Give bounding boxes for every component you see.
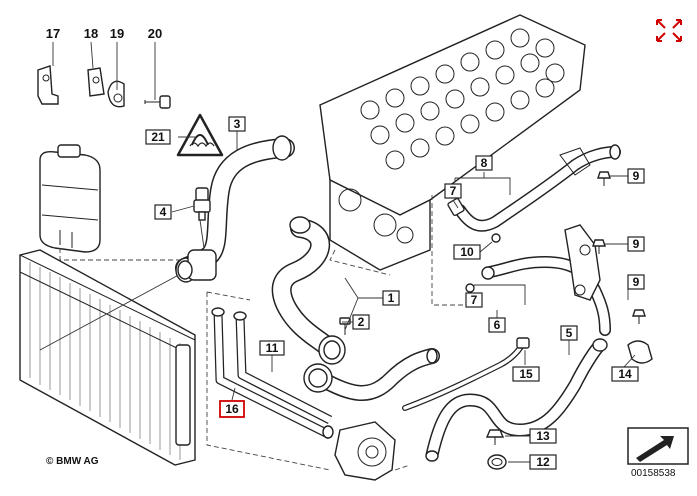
svg-text:9: 9 xyxy=(633,237,640,251)
diagram-id: 00158538 xyxy=(631,468,676,479)
callout-21[interactable]: 21 xyxy=(145,129,171,145)
cylinder-head xyxy=(319,14,586,276)
callout-15[interactable]: 15 xyxy=(512,366,540,382)
coolant-pipes xyxy=(211,307,334,440)
svg-text:12: 12 xyxy=(536,455,550,469)
radiator xyxy=(19,249,211,466)
return-hose xyxy=(425,338,608,462)
mounting-bracket xyxy=(627,340,653,364)
svg-text:8: 8 xyxy=(481,156,488,170)
upper-hose xyxy=(175,135,295,283)
thermostat-hose xyxy=(465,224,611,336)
callout-1[interactable]: 1 xyxy=(382,290,400,306)
water-pump xyxy=(334,421,411,481)
svg-text:9: 9 xyxy=(633,275,640,289)
callout-7a[interactable]: 7 xyxy=(444,183,462,199)
callout-6[interactable]: 6 xyxy=(488,317,506,333)
callout-8[interactable]: 8 xyxy=(475,155,493,171)
svg-text:11: 11 xyxy=(266,341,279,355)
label-20[interactable]: 20 xyxy=(148,26,162,41)
clamp-19 xyxy=(107,80,125,108)
svg-text:10: 10 xyxy=(460,245,474,259)
svg-text:16: 16 xyxy=(225,402,239,416)
heater-hose xyxy=(447,144,621,243)
svg-text:2: 2 xyxy=(358,315,365,329)
screw-20 xyxy=(144,95,171,109)
callout-5[interactable]: 5 xyxy=(560,325,578,341)
warning-label xyxy=(176,113,224,157)
label-19[interactable]: 19 xyxy=(110,26,124,41)
callout-9a[interactable]: 9 xyxy=(627,168,645,184)
callout-9c[interactable]: 9 xyxy=(627,274,645,290)
next-arrow-icon[interactable] xyxy=(627,427,689,465)
bolt-9a xyxy=(597,171,611,186)
expand-arrows-icon[interactable] xyxy=(656,19,682,42)
svg-text:7: 7 xyxy=(471,293,478,307)
callout-13[interactable]: 13 xyxy=(529,428,557,444)
expansion-tank xyxy=(39,144,210,261)
callout-9b[interactable]: 9 xyxy=(627,236,645,252)
svg-text:4: 4 xyxy=(160,205,167,219)
bracket-17 xyxy=(37,65,59,105)
callout-3[interactable]: 3 xyxy=(228,116,246,132)
svg-text:1: 1 xyxy=(388,291,395,305)
label-18[interactable]: 18 xyxy=(84,26,98,41)
copyright-text: © BMW AG xyxy=(46,456,99,467)
clip-18 xyxy=(87,67,105,97)
temperature-sensor xyxy=(193,187,211,249)
svg-text:21: 21 xyxy=(151,130,165,144)
callout-10[interactable]: 10 xyxy=(453,244,481,260)
lower-hose xyxy=(271,216,346,365)
callout-12[interactable]: 12 xyxy=(529,454,557,470)
leader-lines xyxy=(52,41,636,463)
callout-7b[interactable]: 7 xyxy=(465,292,483,308)
svg-text:14: 14 xyxy=(618,367,632,381)
svg-text:7: 7 xyxy=(450,184,457,198)
callout-2[interactable]: 2 xyxy=(352,314,370,330)
svg-text:13: 13 xyxy=(536,429,550,443)
callout-11[interactable]: 11 xyxy=(259,340,285,356)
bolt-13 xyxy=(485,429,505,445)
svg-text:9: 9 xyxy=(633,169,640,183)
callout-14[interactable]: 14 xyxy=(611,366,639,382)
bleed-hose xyxy=(402,337,530,411)
bolt-9c xyxy=(632,309,646,324)
svg-text:6: 6 xyxy=(494,318,501,332)
hose-clamp xyxy=(487,454,507,470)
connecting-hose xyxy=(303,348,440,401)
bolt-9b xyxy=(592,239,606,254)
callout-16[interactable]: 16 xyxy=(219,400,245,418)
svg-text:5: 5 xyxy=(566,326,573,340)
svg-text:15: 15 xyxy=(519,367,533,381)
callout-4[interactable]: 4 xyxy=(154,204,172,220)
label-17[interactable]: 17 xyxy=(46,26,60,41)
svg-text:3: 3 xyxy=(234,117,241,131)
